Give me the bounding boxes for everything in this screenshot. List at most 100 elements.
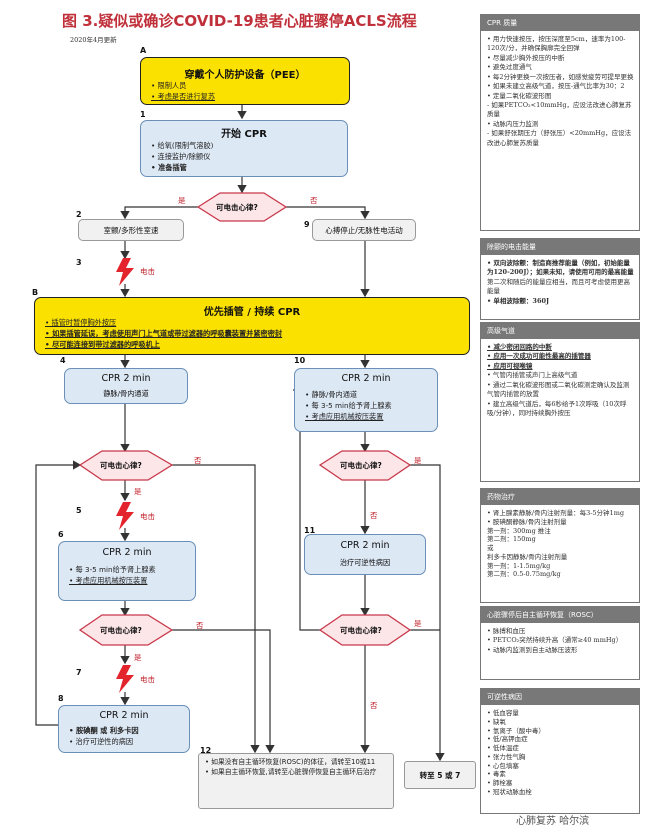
decision-shape xyxy=(318,614,412,646)
box-asystole-pea-text: 心搏停止/无脉性电活动 xyxy=(325,226,403,235)
label-no: 否 xyxy=(196,621,204,630)
panel-item: • 避免过度通气 xyxy=(487,63,532,72)
box-cpr-11: CPR 2 min 治疗可逆性病因 xyxy=(304,534,426,575)
box-start-cpr: 开始 CPR 给氧(限制气溶胶) 连接监护/除颤仪 准备插管 xyxy=(140,120,348,177)
step-label-a: A xyxy=(140,46,147,55)
label-no: 否 xyxy=(370,701,378,710)
panel-cpr-quality-head: CPR 质量 xyxy=(481,15,639,31)
panel-rosc-head: 心脏骤停后自主循环恢复（ROSC） xyxy=(481,607,639,623)
panel-advanced-airway: 高级气道 • 减少密闭回路的中断 • 应用一次成功可能性最高的插管器 • 应用可… xyxy=(480,322,640,482)
box-start-cpr-item: 给氧(限制气溶胶) xyxy=(151,140,214,151)
box-start-cpr-item: 准备插管 xyxy=(151,162,213,173)
panel-defib-energy-head: 除颤的电击能量 xyxy=(481,239,639,255)
decision-shape xyxy=(78,450,174,481)
box-cpr-10-item: 静脉/骨内通道 xyxy=(305,389,392,400)
decision-shockable-4: 可电击心律? xyxy=(100,626,142,635)
box-cpr-6-title: CPR 2 min xyxy=(102,547,152,558)
box-vf-vt: 室颤/多形性室速 xyxy=(78,219,184,241)
panel-item: • 肾上腺素静脉/骨内注射剂量：每3-5分钟1mg xyxy=(487,509,625,517)
panel-item: • 双向波除颤：制造商推荐能量（例如，初始能量为120-200J）；如果未知，请… xyxy=(487,259,634,277)
box-cpr-8-title: CPR 2 min xyxy=(99,710,149,721)
panel-advanced-airway-head: 高级气道 xyxy=(481,323,639,339)
step-label-2: 2 xyxy=(76,210,82,219)
panel-item: - 如果PETCO₂<10mmHg，应设法改进心肺复苏质量 xyxy=(487,100,632,119)
box-cpr-4-item: 静脉/骨内通道 xyxy=(103,389,149,398)
box-vf-vt-text: 室颤/多形性室速 xyxy=(103,226,159,235)
box-rosc-check-item: 如果没有自主循环恢复(ROSC)的体征，请转至10或11 xyxy=(205,758,389,768)
panel-item: • 应用可视喉镜 xyxy=(487,361,533,370)
panel-item: • 胺碘酮静脉/骨内注射剂量 xyxy=(487,517,567,526)
panel-item: • 定量二氧化碳波形图 xyxy=(487,91,552,100)
panel-item: • PETCO₂突然持续升高（通常≥40 mmHg） xyxy=(487,636,623,645)
panel-item: • 单相波除颤：360J xyxy=(487,296,550,305)
step-label-5: 5 xyxy=(76,506,82,515)
panel-item: • 尽量减少胸外按压的中断 xyxy=(487,53,565,62)
box-cpr-8: CPR 2 min 胺碘酮 或 利多卡因 治疗可逆性的病因 xyxy=(58,705,190,753)
panel-item: • 动脉内监测到自主动脉压波形 xyxy=(487,645,578,654)
label-yes: 是 xyxy=(178,196,186,205)
step-label-8: 8 xyxy=(58,694,64,703)
box-asystole-pea: 心搏停止/无脉性电活动 xyxy=(312,219,416,241)
box-cpr-4-title: CPR 2 min xyxy=(101,373,151,384)
box-cpr-6-item: 考虑应用机械按压装置 xyxy=(69,575,156,586)
box-ppe-item: 考虑是否进行复苏 xyxy=(151,91,216,102)
box-priority-intubation-item: 如果插管延误，考虑使用声门上气道或带过滤器的呼吸囊装置并紧密密封 xyxy=(45,328,282,339)
step-label-4: 4 xyxy=(60,356,66,365)
box-cpr-6: CPR 2 min 每 3-5 min给予肾上腺素 考虑应用机械按压装置 xyxy=(58,541,196,601)
label-no: 否 xyxy=(194,456,202,465)
box-priority-intubation-item: 尽可能连接到带过滤器的呼吸机上 xyxy=(45,339,282,350)
panel-item: - 如果舒张期压力（舒张压）<20mmHg，应设法改进心肺复苏质量 xyxy=(487,129,632,147)
step-label-3: 3 xyxy=(76,258,82,267)
decision-shockable-3: 可电击心律? xyxy=(340,461,382,470)
panel-item: • 气管内插管或声门上高级气道 xyxy=(487,371,578,380)
panel-reversible-causes-head: 可逆性病因 xyxy=(481,689,639,705)
panel-item: • 氢离子（酸中毒） xyxy=(487,726,545,735)
panel-cpr-quality: CPR 质量 • 用力快速按压，按压深度至5cm，速率为100-120次/分，并… xyxy=(480,14,640,231)
watermark: 心肺复苏 哈尔滨 xyxy=(516,816,590,827)
box-rosc-check-item: 如果自主循环恢复,请转至心脏骤停恢复自主循环后治疗 xyxy=(205,768,389,778)
step-label-b: B xyxy=(32,288,39,297)
panel-item: • 缺氧 xyxy=(487,717,506,726)
label-yes: 是 xyxy=(134,487,142,496)
panel-item: 第二次和随后的能量应相当，而且可考虑使用更高能量 xyxy=(487,277,630,296)
box-ppe-item: 限制人员 xyxy=(151,80,215,91)
step-label-1: 1 xyxy=(140,110,146,119)
box-goto-5-or-7: 转至 5 或 7 xyxy=(404,761,476,789)
panel-item: • 脉搏和血压 xyxy=(487,627,526,635)
box-ppe: 穿戴个人防护设备（PEE） 限制人员 考虑是否进行复苏 xyxy=(140,57,350,105)
panel-drug-therapy-head: 药物治疗 xyxy=(481,489,639,505)
label-shock: 电击 xyxy=(140,267,155,276)
panel-item: • 肺栓塞 xyxy=(487,779,513,788)
panel-item: • 张力性气胸 xyxy=(487,752,526,761)
box-cpr-10-item: 每 3-5 min给予肾上腺素 xyxy=(305,400,392,411)
decision-shape xyxy=(78,614,174,646)
step-label-12: 12 xyxy=(200,746,212,755)
panel-item: 利多卡因静脉/骨内注射剂量 xyxy=(487,552,568,561)
panel-item: 第二剂：0.5-0.75mg/kg xyxy=(487,570,561,579)
label-yes: 是 xyxy=(414,456,422,465)
panel-item: 第一剂：300mg 推注 xyxy=(487,526,551,535)
box-cpr-10-title: CPR 2 min xyxy=(341,373,391,384)
step-label-11: 11 xyxy=(304,526,316,535)
lightning-icon xyxy=(116,258,134,286)
label-no: 否 xyxy=(370,511,378,520)
panel-item: • 毒素 xyxy=(487,770,506,779)
panel-item: • 建立高级气道后，每6秒给予1次呼吸（10次呼吸/分钟），同时持续胸外按压 xyxy=(487,399,627,417)
box-priority-intubation-title: 优先插管 / 持续 CPR xyxy=(203,307,301,318)
panel-item: • 心包填塞 xyxy=(487,761,519,770)
box-cpr-10: CPR 2 min 静脉/骨内通道 每 3-5 min给予肾上腺素 考虑应用机械… xyxy=(294,368,438,432)
decision-shape xyxy=(318,450,412,481)
box-priority-intubation: 优先插管 / 持续 CPR 插管时暂停胸外按压 如果插管延误，考虑使用声门上气道… xyxy=(34,297,470,355)
box-start-cpr-item: 连接监护/除颤仪 xyxy=(151,151,213,162)
panel-reversible-causes: 可逆性病因 • 低血容量 • 缺氧 • 氢离子（酸中毒） • 低/高钾血症 • … xyxy=(480,688,640,814)
box-cpr-10-item: 考虑应用机械按压装置 xyxy=(305,411,392,422)
panel-item: 或 xyxy=(487,544,494,553)
box-cpr-11-item: 治疗可逆性病因 xyxy=(339,558,391,567)
panel-item: • 应用一次成功可能性最高的插管器 xyxy=(487,352,591,361)
step-label-7: 7 xyxy=(76,668,82,677)
label-shock: 电击 xyxy=(140,512,155,521)
step-label-9: 9 xyxy=(304,220,310,229)
step-label-10: 10 xyxy=(294,356,306,365)
panel-item: • 如果未建立高级气道，按压-通气比率为30：2 xyxy=(487,82,625,91)
